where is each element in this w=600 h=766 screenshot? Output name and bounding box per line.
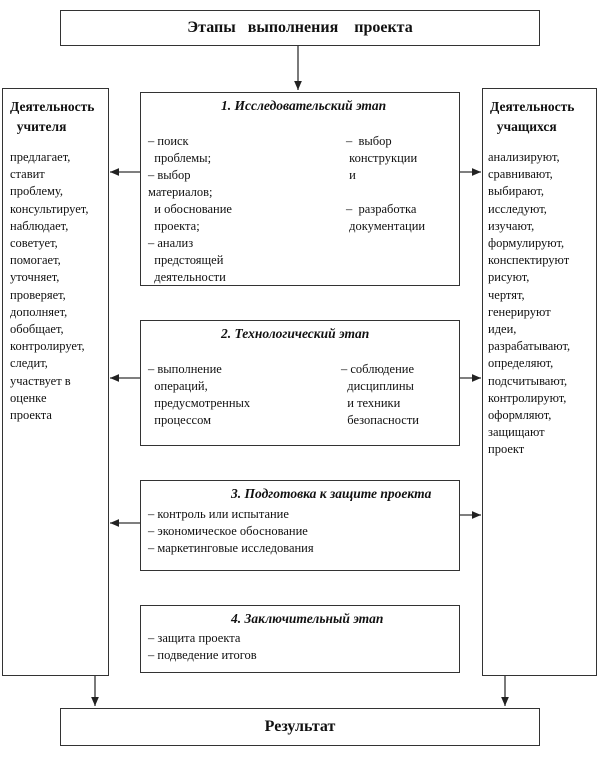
stage-1-left: – поиск проблемы; – выбор материалов; и …: [148, 134, 232, 284]
teacher-activity-box: Деятельность учителя предлагает, ставит …: [2, 88, 109, 676]
teacher-heading: Деятельность учителя: [10, 99, 95, 134]
stage-2-box: 2. Технологический этап – выполнение опе…: [140, 320, 460, 446]
stage-1-heading: 1. Исследовательский этап: [221, 98, 387, 113]
stage-3-left: – контроль или испытание – экономическое…: [148, 507, 314, 555]
students-activity-box: Деятельность учащихся анализируют, сравн…: [482, 88, 597, 676]
stage-2-right: – соблюдение дисциплины и техники безопа…: [341, 362, 419, 427]
stage-4-box: 4. Заключительный этап – защита проекта …: [140, 605, 460, 673]
stage-4-heading: 4. Заключительный этап: [231, 611, 384, 626]
teacher-items: предлагает, ставит проблему, консультиру…: [10, 150, 89, 423]
stage-3-box: 3. Подготовка к защите проекта – контрол…: [140, 480, 460, 571]
stage-1-box: 1. Исследовательский этап – поиск пробле…: [140, 92, 460, 286]
title-box: Этапы выполнения проекта: [60, 10, 540, 46]
students-items: анализируют, сравнивают, выбирают, иссле…: [488, 150, 571, 457]
page-title: Этапы выполнения проекта: [187, 19, 413, 36]
stage-2-left: – выполнение операций, предусмотренных п…: [148, 362, 251, 427]
students-heading: Деятельность учащихся: [490, 99, 575, 134]
result-box: Результат: [60, 708, 540, 746]
stage-1-right: – выбор конструкции и – разработка докум…: [346, 134, 426, 233]
stage-4-left: – защита проекта – подведение итогов: [148, 631, 257, 662]
stage-3-heading: 3. Подготовка к защите проекта: [231, 486, 432, 501]
result-label: Результат: [264, 718, 336, 735]
stage-2-heading: 2. Технологический этап: [221, 326, 370, 341]
